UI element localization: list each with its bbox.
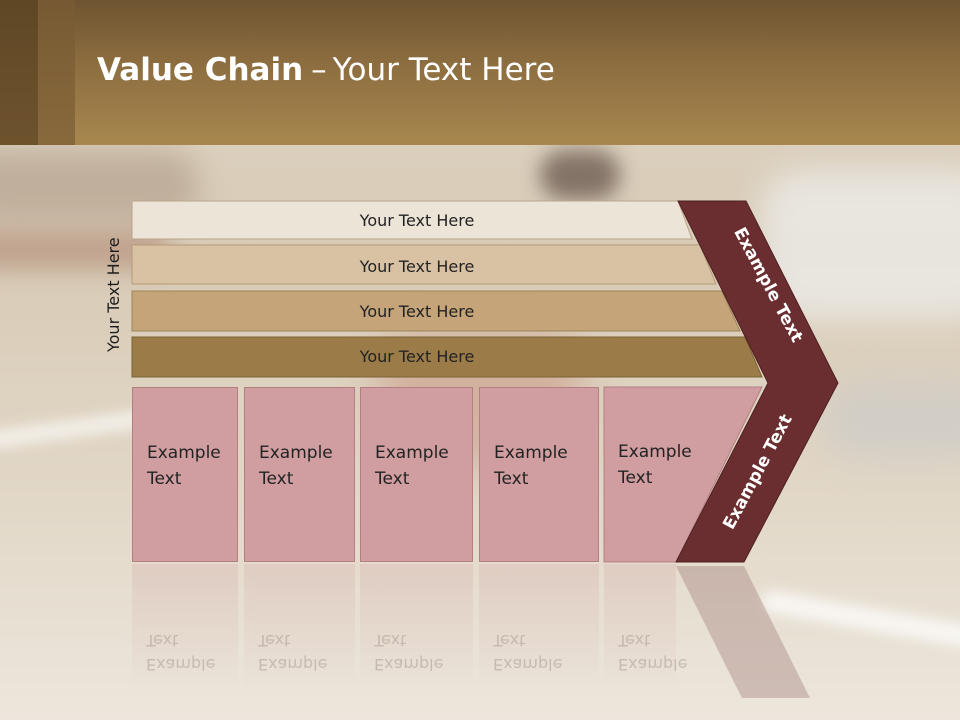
cell-text-line2: Text xyxy=(618,468,653,488)
activity-cell-1[interactable]: Example Text xyxy=(132,387,238,562)
cell-text-line2: Text xyxy=(494,469,529,489)
title-bar: Value Chain–Your Text Here xyxy=(0,0,960,145)
activity-cell-4[interactable]: Example Text xyxy=(479,387,599,562)
background-blur xyxy=(820,380,960,460)
chevron-arrow[interactable] xyxy=(675,200,839,563)
background-blur xyxy=(540,150,620,200)
cell-text-line1: Example xyxy=(375,443,449,463)
band-shape-2[interactable] xyxy=(131,244,717,285)
band-shape-4[interactable] xyxy=(131,336,763,378)
cell-text-line2: Text xyxy=(147,469,182,489)
band-shape-3[interactable] xyxy=(131,290,741,332)
band-label-4: Your Text Here xyxy=(359,346,475,366)
title-separator: – xyxy=(311,52,327,88)
band-label-1: Your Text Here xyxy=(359,210,475,230)
cell-text-line1: Example xyxy=(618,442,692,462)
cell-text-line1: Example xyxy=(259,443,333,463)
band-label-3: Your Text Here xyxy=(359,301,475,321)
chevron-reflection xyxy=(676,566,810,698)
header-accent-bar xyxy=(0,0,38,145)
band-shape-1[interactable] xyxy=(131,200,693,240)
cell-text-line1: Example xyxy=(147,443,221,463)
slide-title[interactable]: Value Chain–Your Text Here xyxy=(97,52,555,88)
title-rest: Your Text Here xyxy=(332,52,555,88)
activity-cell-5[interactable]: Example Text xyxy=(604,387,704,562)
band-label-2: Your Text Here xyxy=(359,256,475,276)
activity-cell-3[interactable]: Example Text xyxy=(360,387,473,562)
header-accent-bar xyxy=(38,0,75,145)
cell-text-line1: Example xyxy=(494,443,568,463)
activity-cell-2[interactable]: Example Text xyxy=(244,387,355,562)
title-bold: Value Chain xyxy=(97,52,304,88)
cell-text-line2: Text xyxy=(375,469,410,489)
cell-text-line2: Text xyxy=(259,469,294,489)
